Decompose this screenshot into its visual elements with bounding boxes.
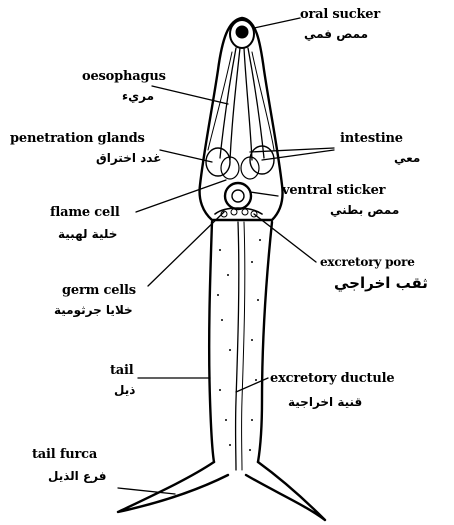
- label-flame-cell: flame cell: [50, 206, 120, 219]
- label-tail: tail: [110, 364, 134, 377]
- label-penetration-glands-ar: غدد اختراق: [96, 152, 161, 164]
- label-oral-sucker-ar: ممص فمي: [304, 28, 368, 40]
- label-ventral-sucker: ventral sticker: [282, 184, 385, 197]
- label-penetration-glands: penetration glands: [10, 132, 145, 145]
- label-ventral-sucker-ar: ممص بطني: [330, 204, 399, 216]
- label-germ-cells: germ cells: [62, 284, 136, 297]
- tail-outline: [209, 222, 272, 462]
- label-germ-cells-ar: خلايا جرثومية: [54, 304, 133, 316]
- tail-furca-left: [118, 462, 228, 512]
- label-flame-cell-ar: خلية لهبية: [58, 228, 117, 240]
- ventral-sucker-shape: [225, 183, 251, 209]
- tail-furca-right: [246, 462, 325, 520]
- label-intestine-ar: معي: [394, 152, 420, 164]
- label-tail-ar: ذيل: [114, 384, 135, 396]
- label-oesophagus-ar: مريء: [122, 90, 154, 102]
- label-excretory-pore-ar: ثقب اخراجي: [334, 276, 428, 291]
- label-oesophagus: oesophagus: [82, 70, 166, 83]
- label-tail-furca: tail furca: [32, 448, 97, 461]
- excretory-ductule-shape: [236, 222, 239, 470]
- label-excretory-ductule: excretory ductule: [270, 372, 394, 385]
- label-excretory-pore: excretory pore: [320, 256, 415, 268]
- label-excretory-ductule-ar: قنية اخراجية: [288, 396, 362, 408]
- label-intestine: intestine: [340, 132, 403, 145]
- label-oral-sucker: oral sucker: [300, 8, 380, 21]
- label-tail-furca-ar: فرع الذيل: [48, 470, 106, 482]
